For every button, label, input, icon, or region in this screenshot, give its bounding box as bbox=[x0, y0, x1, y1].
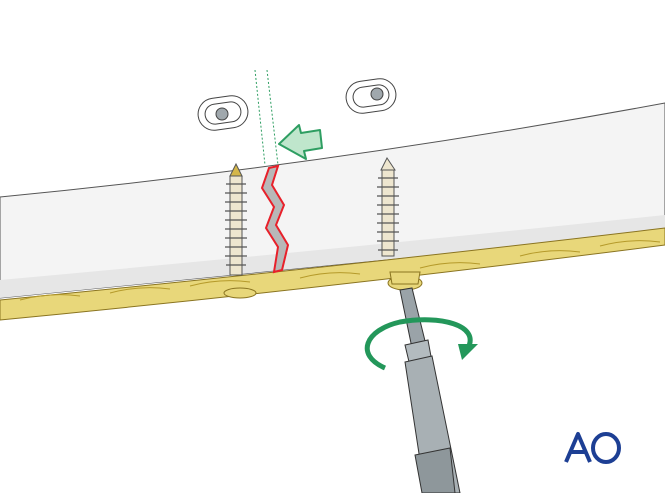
plate bbox=[0, 227, 665, 321]
oblong-hole-icon bbox=[197, 95, 249, 131]
guide-line bbox=[254, 69, 266, 166]
rotation-arrow-icon bbox=[364, 317, 478, 371]
guide-line bbox=[266, 69, 279, 166]
plate-bumps bbox=[19, 240, 661, 301]
screwdriver bbox=[387, 271, 461, 493]
ao-logo bbox=[564, 428, 624, 468]
screw-right bbox=[377, 157, 399, 257]
screw-left bbox=[225, 162, 247, 276]
oblong-hole-icon bbox=[345, 78, 397, 114]
ao-logo-mark bbox=[564, 432, 621, 464]
bone-shade bbox=[0, 215, 665, 298]
fracture-line bbox=[260, 164, 290, 274]
compression-arrow-icon bbox=[278, 124, 323, 160]
bone bbox=[0, 102, 665, 299]
plate-screw-head-left bbox=[223, 287, 257, 299]
